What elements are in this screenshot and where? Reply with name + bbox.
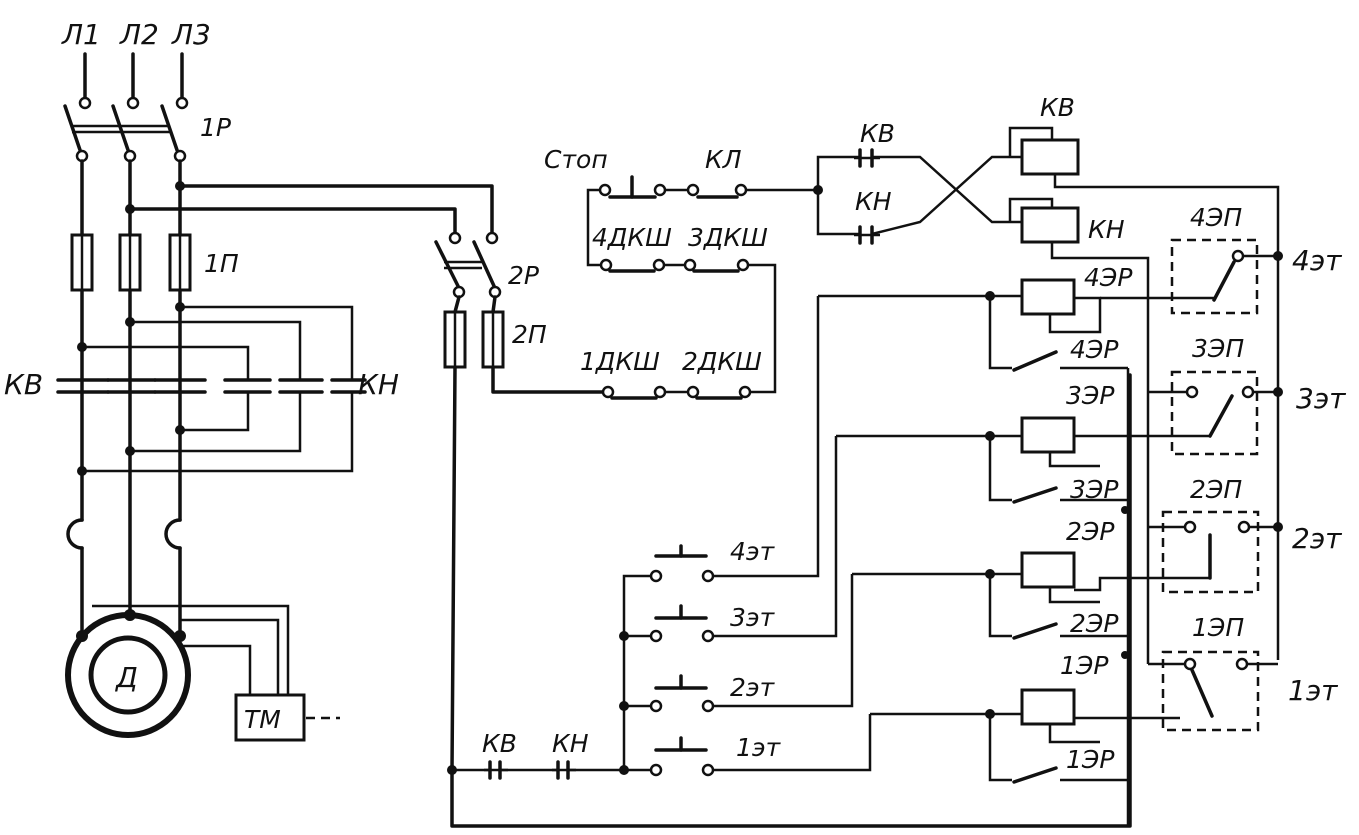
contactor-label-kn: КН <box>358 368 399 401</box>
power-circuit: Л1 Л2 Л3 1Р <box>4 18 494 742</box>
relay-group-2er: 2ЭР 2ЭР <box>852 517 1210 640</box>
call-buttons: КВ КН 4эт 3эт 2эт <box>447 296 872 780</box>
knife-switch-1r: 1Р <box>63 104 232 163</box>
label-kv-bottom: КВ <box>482 729 517 758</box>
label-1dksh: 1ДКШ <box>580 347 660 376</box>
coil-1er <box>1020 688 1076 726</box>
label-kn-bottom: КН <box>552 729 589 758</box>
label-2dksh: 2ДКШ <box>682 347 762 376</box>
label-floor-1: 1эт <box>1288 674 1338 707</box>
fuses-2p: 2П <box>443 310 547 369</box>
label-button-1: 1эт <box>736 733 782 762</box>
phase-label-l1: Л1 <box>61 18 101 51</box>
label-button-2: 2эт <box>730 673 776 702</box>
label-4er-contact: 4ЭР <box>1070 335 1119 364</box>
phase-label-l2: Л2 <box>119 18 159 51</box>
fuse-label-2p: 2П <box>512 320 547 349</box>
control-supply: 2Р 2П <box>434 231 1132 828</box>
label-3ep: 3ЭП <box>1192 334 1244 363</box>
floor-switch-2ep: 2ЭП 2эт <box>1148 475 1342 594</box>
motor-d: Д <box>65 609 191 738</box>
brake-label: ТМ <box>244 705 281 734</box>
contactor-label-kv: КВ <box>4 368 43 401</box>
relay-group-3er: 3ЭР 3ЭР <box>836 381 1210 504</box>
label-kv-interlock: КВ <box>860 119 895 148</box>
label-1ep: 1ЭП <box>1192 613 1244 642</box>
coil-kn <box>1020 206 1080 244</box>
coil-2er <box>1020 551 1076 589</box>
label-kn-interlock: КН <box>855 187 892 216</box>
brake-tm: ТМ <box>92 604 340 742</box>
label-3er-contact: 3ЭР <box>1070 475 1119 504</box>
label-stop-button: Стоп <box>544 145 608 174</box>
label-floor-3: 3эт <box>1296 382 1346 415</box>
relay-group-1er: 1ЭР 1ЭР <box>870 651 1180 784</box>
label-3er: 3ЭР <box>1066 381 1115 410</box>
floor-switch-4ep: 4ЭП 4эт <box>1100 203 1342 315</box>
label-2ep: 2ЭП <box>1190 475 1242 504</box>
label-4er: 4ЭР <box>1084 263 1133 292</box>
fuse-label-1p: 1П <box>204 249 239 278</box>
coil-4er <box>1020 278 1076 316</box>
label-button-4: 4эт <box>730 537 776 566</box>
reversing-contactors: КВ КН <box>4 302 399 476</box>
coil-3er <box>1020 416 1076 454</box>
label-1er: 1ЭР <box>1060 651 1109 680</box>
direction-contactors: КВ КН КВ КН <box>816 93 1280 660</box>
thermal-relay-2 <box>164 518 182 550</box>
label-floor-2: 2эт <box>1292 522 1342 555</box>
label-2er-contact: 2ЭР <box>1070 609 1119 638</box>
label-kv-coil: КВ <box>1040 93 1075 122</box>
label-1er-contact: 1ЭР <box>1066 745 1115 774</box>
relay-group-4er: 4ЭР 4ЭР <box>818 263 1133 372</box>
thermal-relay-1 <box>66 518 84 550</box>
switch-label-2r: 2Р <box>508 261 540 290</box>
phase-label-l3: Л3 <box>171 18 211 51</box>
label-4ep: 4ЭП <box>1190 203 1242 232</box>
knife-switch-2r: 2Р <box>434 240 540 299</box>
label-floor-4: 4эт <box>1292 244 1342 277</box>
floor-switch-1ep: 1ЭП 1эт <box>1146 392 1338 732</box>
label-kl: КЛ <box>705 145 742 174</box>
switch-label-1r: 1Р <box>200 113 232 142</box>
coil-kv <box>1020 138 1080 176</box>
fuses-1p: 1П <box>70 233 239 292</box>
label-2er: 2ЭР <box>1066 517 1115 546</box>
label-3dksh: 3ДКШ <box>688 223 768 252</box>
floor-switch-3ep: 3ЭП 3эт <box>1148 334 1346 456</box>
safety-chain: 1ДКШ 2ДКШ 4ДКШ 3ДКШ Стоп КЛ <box>544 145 823 400</box>
label-button-3: 3эт <box>730 603 776 632</box>
motor-label: Д <box>114 661 138 694</box>
label-4dksh: 4ДКШ <box>592 223 672 252</box>
label-kn-coil: КН <box>1088 215 1125 244</box>
